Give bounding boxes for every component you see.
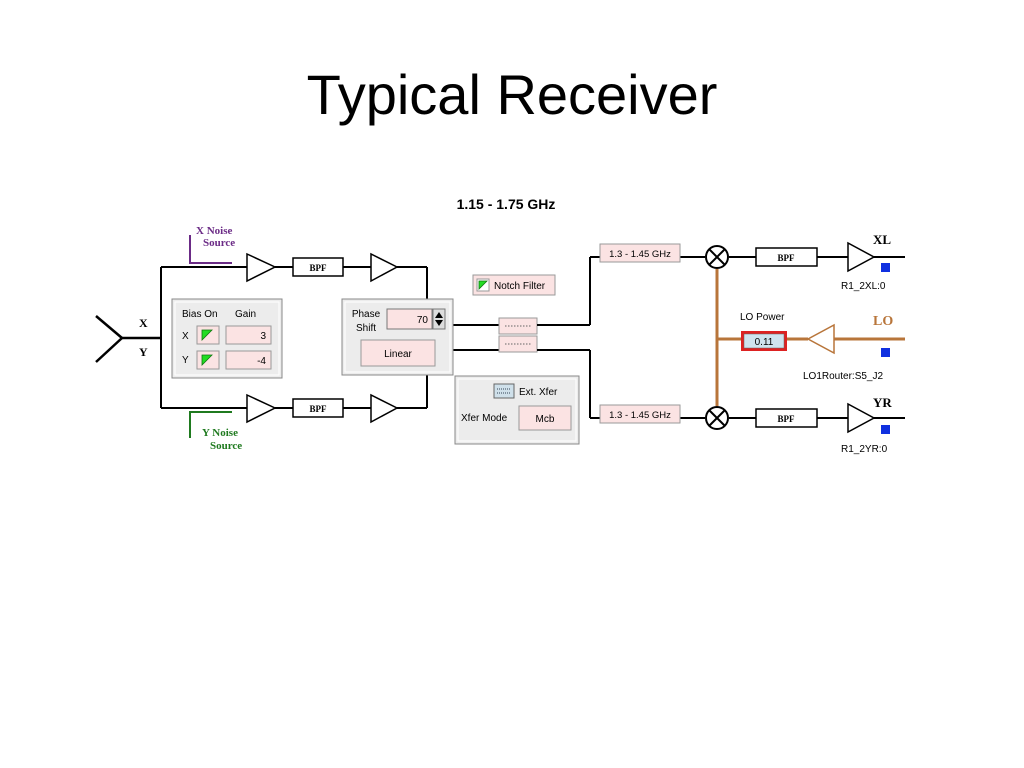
yr-status-indicator bbox=[881, 425, 890, 434]
led-on-icon bbox=[478, 280, 488, 290]
lo-power-value: 0.11 bbox=[755, 337, 774, 348]
yr-output-id: R1_2YR:0 bbox=[841, 444, 888, 455]
phase-shift-panel: Phase Shift 70 Linear bbox=[341, 298, 454, 376]
xfer-mode-button[interactable]: Mcb bbox=[518, 405, 572, 431]
bias-y-checkbox[interactable] bbox=[196, 350, 220, 370]
output-wires bbox=[537, 256, 905, 419]
y-noise-label-line2: Source bbox=[210, 440, 242, 452]
ext-xfer-label: Ext. Xfer bbox=[519, 387, 558, 398]
if-filter-bottom: 1.3 - 1.45 GHz bbox=[599, 404, 681, 424]
yr-output-label: YR bbox=[873, 395, 892, 410]
gain-header: Gain bbox=[235, 309, 256, 320]
amplifier-icon bbox=[370, 252, 399, 283]
bpf-label: BPF bbox=[310, 404, 328, 414]
lo-router-label: LO1Router:S5_J2 bbox=[803, 371, 883, 382]
input-wires bbox=[160, 266, 499, 409]
xfer-mode-value: Mcb bbox=[536, 414, 555, 425]
bpf-filter-yr: BPF bbox=[755, 408, 818, 428]
bpf-filter-xl: BPF bbox=[755, 247, 818, 267]
slide-title: Typical Receiver bbox=[306, 63, 718, 126]
bias-gain-panel: Bias On Gain X Y 3 -4 bbox=[171, 298, 283, 379]
band-label: 1.15 - 1.75 GHz bbox=[457, 196, 556, 212]
gain-x-value: 3 bbox=[260, 331, 266, 342]
amplifier-icon bbox=[847, 241, 876, 273]
bias-header: Bias On bbox=[182, 309, 218, 320]
amplifier-icon bbox=[246, 393, 277, 424]
bpf-filter-y: BPF bbox=[292, 398, 344, 418]
bpf-filter-x: BPF bbox=[292, 257, 344, 277]
x-noise-label-line2: Source bbox=[203, 237, 235, 249]
if-filter-top: 1.3 - 1.45 GHz bbox=[599, 243, 681, 263]
y-input-label: Y bbox=[139, 345, 148, 359]
if-filter-bottom-label: 1.3 - 1.45 GHz bbox=[609, 410, 671, 421]
phase-shift-label-line2: Shift bbox=[356, 323, 376, 334]
xl-output-id: R1_2XL:0 bbox=[841, 281, 886, 292]
xfer-mode-label: Xfer Mode bbox=[461, 413, 508, 424]
x-noise-source: X Noise Source bbox=[189, 225, 235, 264]
ext-xfer-checkbox[interactable] bbox=[493, 383, 515, 399]
lo-status-indicator bbox=[881, 348, 890, 357]
gain-y-field[interactable] bbox=[225, 350, 272, 370]
y-noise-source: Y Noise Source bbox=[189, 411, 242, 452]
x-input-label: X bbox=[139, 316, 148, 330]
linear-mode-button[interactable]: Linear bbox=[360, 339, 436, 367]
phase-shift-label-line1: Phase bbox=[352, 309, 381, 320]
amplifier-icon bbox=[246, 252, 277, 283]
gain-x-field[interactable] bbox=[225, 325, 272, 345]
xfer-mode-panel: Ext. Xfer Xfer Mode Mcb bbox=[454, 375, 580, 445]
led-on-icon bbox=[201, 354, 213, 366]
notch-filter-label: Notch Filter bbox=[494, 281, 546, 292]
phase-shift-stepper[interactable]: 70 bbox=[386, 308, 446, 330]
chevron-up-icon[interactable] bbox=[435, 312, 443, 318]
bias-x-label: X bbox=[182, 331, 189, 342]
led-on-icon bbox=[201, 329, 213, 341]
linear-mode-label: Linear bbox=[384, 349, 412, 360]
bpf-label: BPF bbox=[778, 414, 796, 424]
amplifier-icon bbox=[370, 393, 399, 424]
lo-power-label: LO Power bbox=[740, 312, 785, 323]
y-noise-label-line1: Y Noise bbox=[202, 427, 238, 439]
lo-power-field[interactable]: 0.11 bbox=[741, 331, 787, 351]
antenna-icon bbox=[95, 315, 160, 363]
if-filter-top-label: 1.3 - 1.45 GHz bbox=[609, 249, 671, 260]
bpf-label: BPF bbox=[778, 253, 796, 263]
phase-shift-value: 70 bbox=[417, 315, 429, 326]
mixer-icon bbox=[705, 406, 729, 430]
notch-filter-toggle[interactable]: Notch Filter bbox=[472, 274, 556, 296]
transfer-switch[interactable] bbox=[498, 317, 538, 353]
bias-x-checkbox[interactable] bbox=[196, 325, 220, 345]
lo-input-label: LO bbox=[873, 314, 893, 329]
mixer-icon bbox=[705, 245, 729, 269]
chevron-down-icon[interactable] bbox=[435, 320, 443, 326]
bias-y-label: Y bbox=[182, 355, 189, 366]
xl-output-label: XL bbox=[873, 232, 891, 247]
x-noise-label-line1: X Noise bbox=[196, 225, 232, 237]
bpf-label: BPF bbox=[310, 263, 328, 273]
xl-status-indicator bbox=[881, 263, 890, 272]
lo-amplifier-icon bbox=[806, 323, 835, 355]
amplifier-icon bbox=[847, 402, 876, 434]
gain-y-value: -4 bbox=[257, 356, 266, 367]
